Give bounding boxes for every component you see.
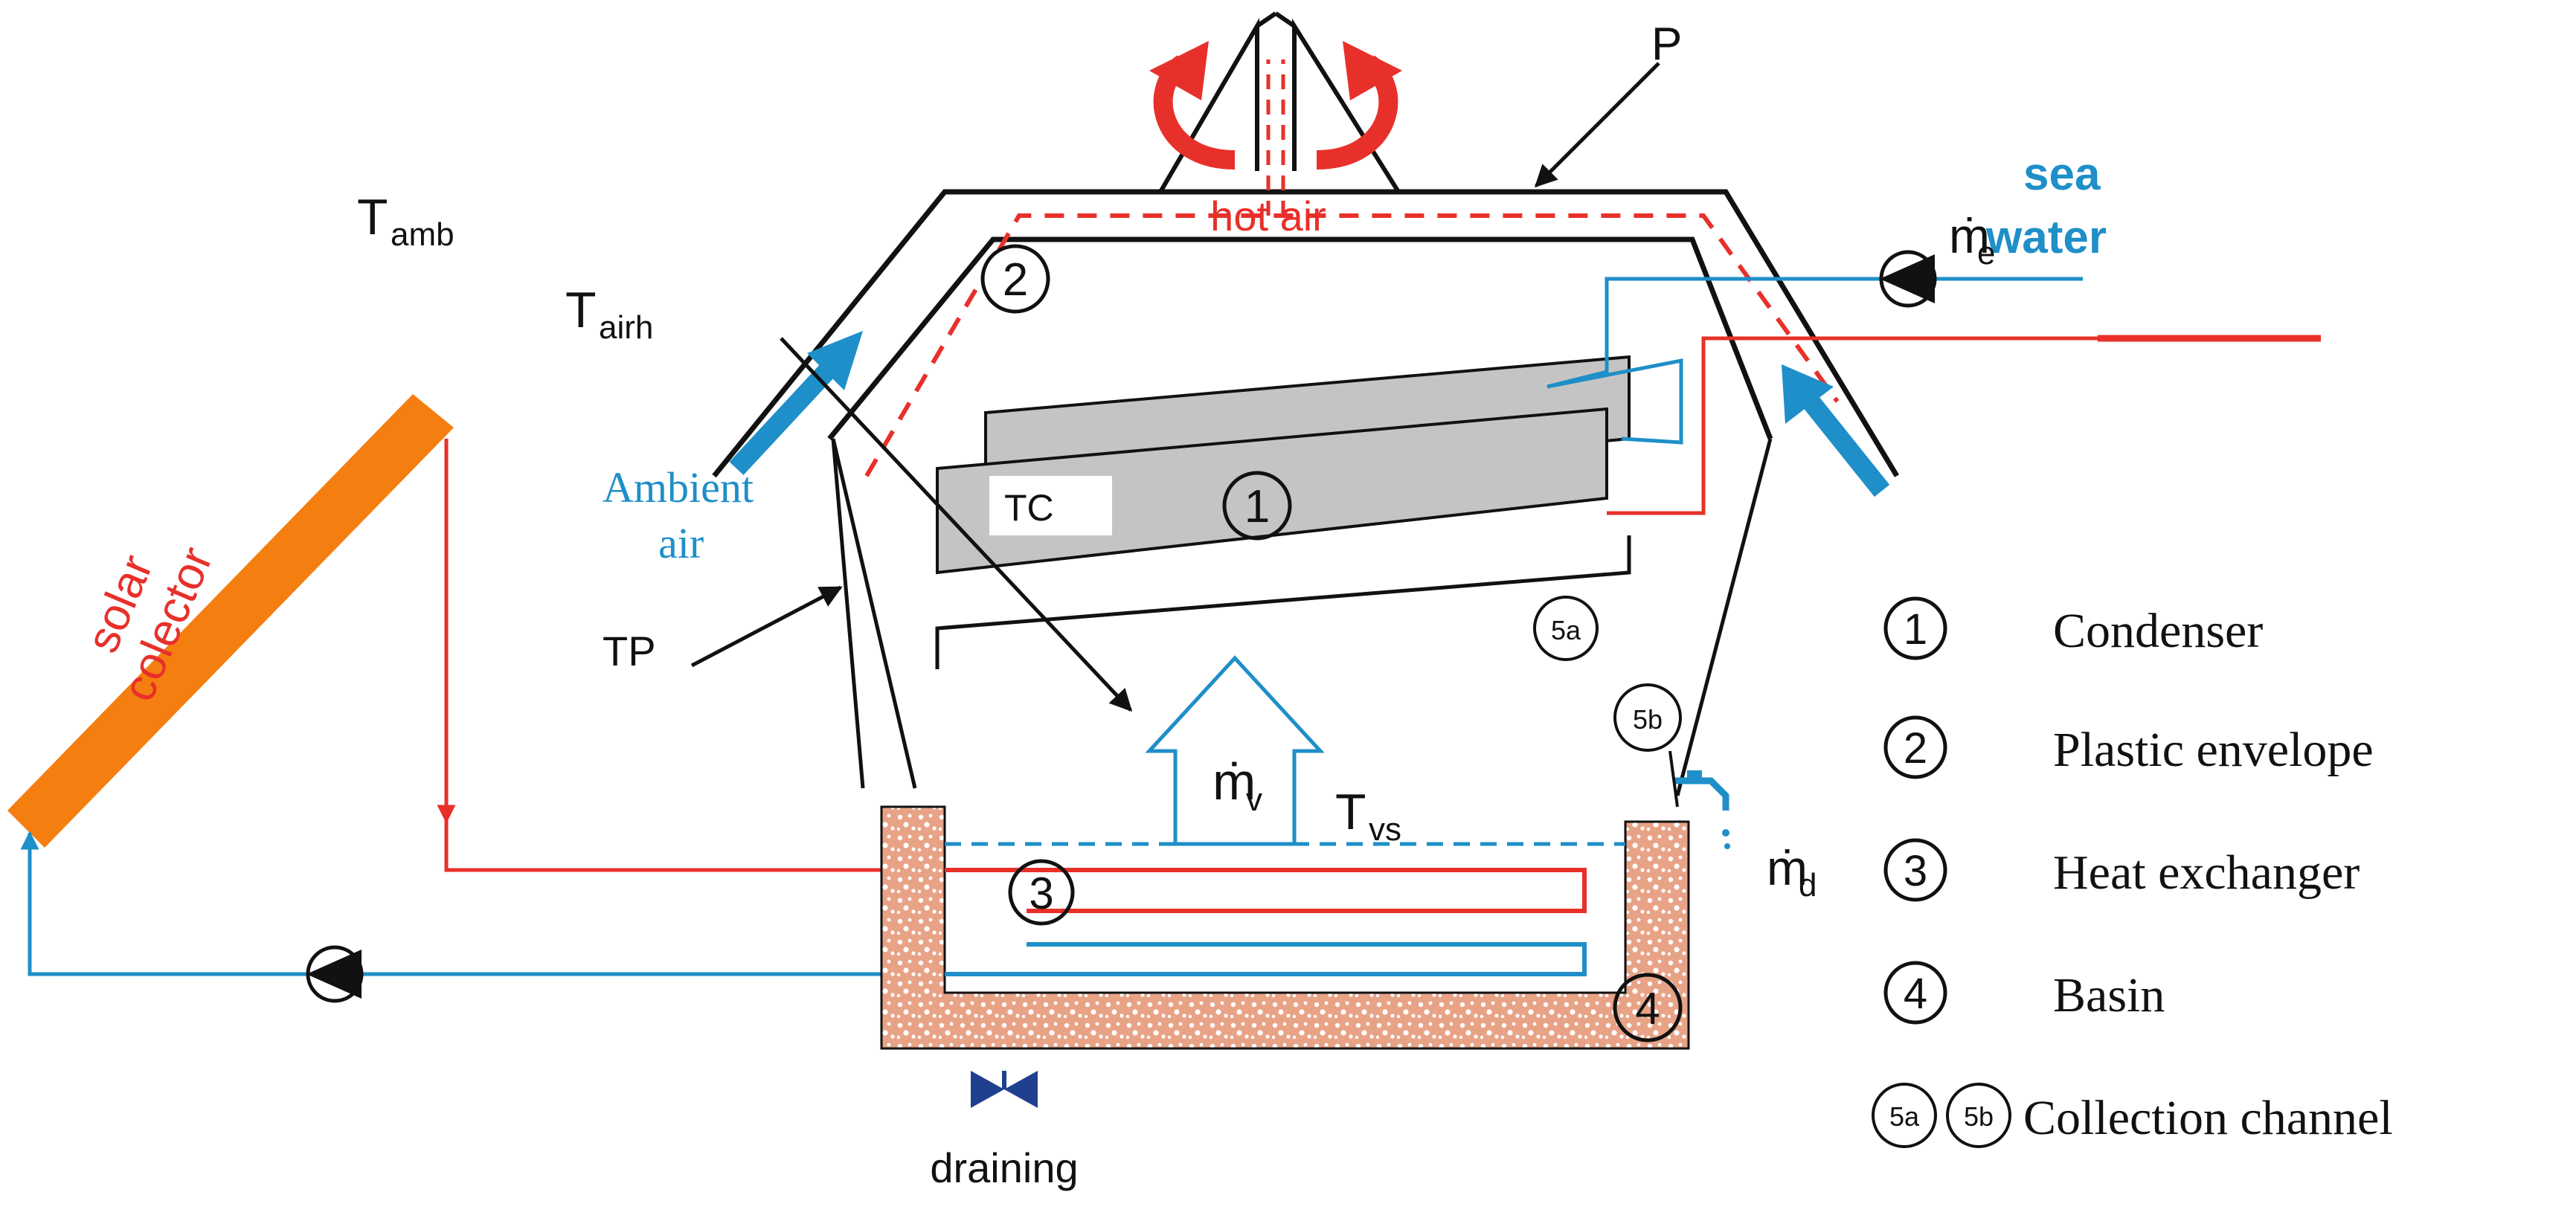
- label-m-d-sub: d: [1799, 867, 1817, 903]
- ambient-air-arrow-right: [1782, 364, 1890, 497]
- hot-air-outlet-arrow-right: [1316, 41, 1402, 170]
- legend-text-collection-channel: Collection channel: [2023, 1091, 2393, 1145]
- label-tc: TC: [1004, 487, 1054, 529]
- plastic-envelope-outer: [712, 189, 1899, 478]
- label-t-airh-sub: airh: [599, 309, 653, 346]
- legend-item-heat-exchanger: 3 Heat exchanger: [1883, 838, 2360, 902]
- label-sea: sea: [2023, 149, 2101, 200]
- solar-hot-pipe: [444, 439, 881, 872]
- marker-1-condenser: 1: [1222, 471, 1292, 541]
- drain-valve-icon: [971, 1071, 1038, 1108]
- label-t-airh: T: [565, 282, 597, 338]
- label-p: P: [1651, 19, 1682, 70]
- marker-5a-label: 5a: [1551, 615, 1581, 645]
- solar-pump-icon: [306, 945, 364, 1003]
- legend-item-basin: 4 Basin: [1883, 961, 2165, 1025]
- p-pointer-arrow: [1534, 62, 1660, 188]
- label-t-vs-sub: vs: [1369, 811, 1401, 848]
- legend-item-plastic-envelope: 2 Plastic envelope: [1883, 715, 2374, 779]
- support-line-left-outer: [831, 438, 865, 789]
- collection-channel-5a: [935, 535, 1631, 669]
- chimney-ridge-left: [1256, 11, 1277, 28]
- sea-water-pump-icon: [1879, 250, 1937, 308]
- label-water: water: [1985, 212, 2107, 263]
- sea-water-pipe-loop: [1546, 358, 1683, 445]
- marker-1-label: 1: [1244, 481, 1270, 532]
- support-line-left: [831, 438, 917, 789]
- legend-num-5a: 5a: [1889, 1101, 1920, 1132]
- marker-4-label: 4: [1635, 984, 1660, 1034]
- label-m-v-sub: v: [1246, 782, 1262, 818]
- label-t-amb-sub: amb: [391, 216, 455, 253]
- legend-text-condenser: Condenser: [2053, 604, 2263, 658]
- legend-num-4: 4: [1904, 970, 1927, 1018]
- marker-2-condenser-envelope: 2: [980, 244, 1050, 314]
- legend-text-plastic-envelope: Plastic envelope: [2053, 723, 2374, 777]
- support-line-right: [1675, 438, 1773, 796]
- tc-label-box: [989, 476, 1112, 535]
- legend-num-2: 2: [1904, 724, 1927, 773]
- label-hot-air: hot air: [1210, 193, 1326, 239]
- warm-water-outlet-pipe: [1607, 336, 2098, 515]
- legend-text-heat-exchanger: Heat exchanger: [2053, 845, 2360, 900]
- marker-5a: 5a: [1533, 596, 1599, 661]
- ambient-air-arrow-left: [729, 331, 863, 475]
- legend-num-5b: 5b: [1964, 1101, 1994, 1132]
- solar-cold-pipe: [20, 831, 881, 976]
- label-m-e-sub: e: [1977, 235, 1995, 271]
- label-t-amb: T: [357, 189, 388, 245]
- distillate-tap-icon: [1674, 770, 1730, 849]
- marker-5b: 5b: [1613, 683, 1682, 752]
- legend-item-collection-channel: 5a 5b Collection channel: [1872, 1083, 2393, 1148]
- marker-4-basin: 4: [1613, 973, 1683, 1043]
- label-air: air: [658, 519, 704, 567]
- label-draining: draining: [930, 1144, 1078, 1191]
- marker-2-label: 2: [1003, 254, 1028, 306]
- heat-exchanger-hot-coil: [945, 868, 1587, 913]
- vapor-flow-arrow: [1145, 655, 1325, 846]
- heat-exchanger-cold-coil: [945, 942, 1587, 976]
- label-tp: TP: [603, 628, 656, 674]
- marker-3-heat-exchanger: 3: [1008, 859, 1075, 926]
- legend-num-1: 1: [1904, 605, 1927, 654]
- chimney-ridge-right: [1274, 11, 1296, 28]
- label-ambient: Ambient: [603, 463, 754, 512]
- tp-pointer-arrow: [690, 585, 843, 668]
- legend-num-3: 3: [1904, 847, 1927, 895]
- marker-5b-label: 5b: [1633, 704, 1663, 735]
- t-airh-pointer-arrow: [780, 337, 1133, 712]
- label-m-v: ṁ: [1212, 753, 1256, 811]
- legend-text-basin: Basin: [2053, 968, 2165, 1022]
- legend: 1 Condenser 2 Plastic envelope 3 Heat ex…: [1872, 596, 2393, 1148]
- solar-collector: [7, 394, 454, 848]
- label-m-d: ṁ: [1767, 840, 1808, 895]
- label-m-e: ṁ: [1949, 208, 1990, 263]
- marker-3-label: 3: [1029, 869, 1053, 918]
- hot-air-outlet-arrow-left: [1149, 41, 1236, 170]
- legend-item-condenser: 1 Condenser: [1883, 596, 2263, 660]
- chimney-left: [1158, 17, 1259, 193]
- label-t-vs: T: [1335, 784, 1366, 840]
- collection-channel-5b-line: [1668, 750, 1679, 808]
